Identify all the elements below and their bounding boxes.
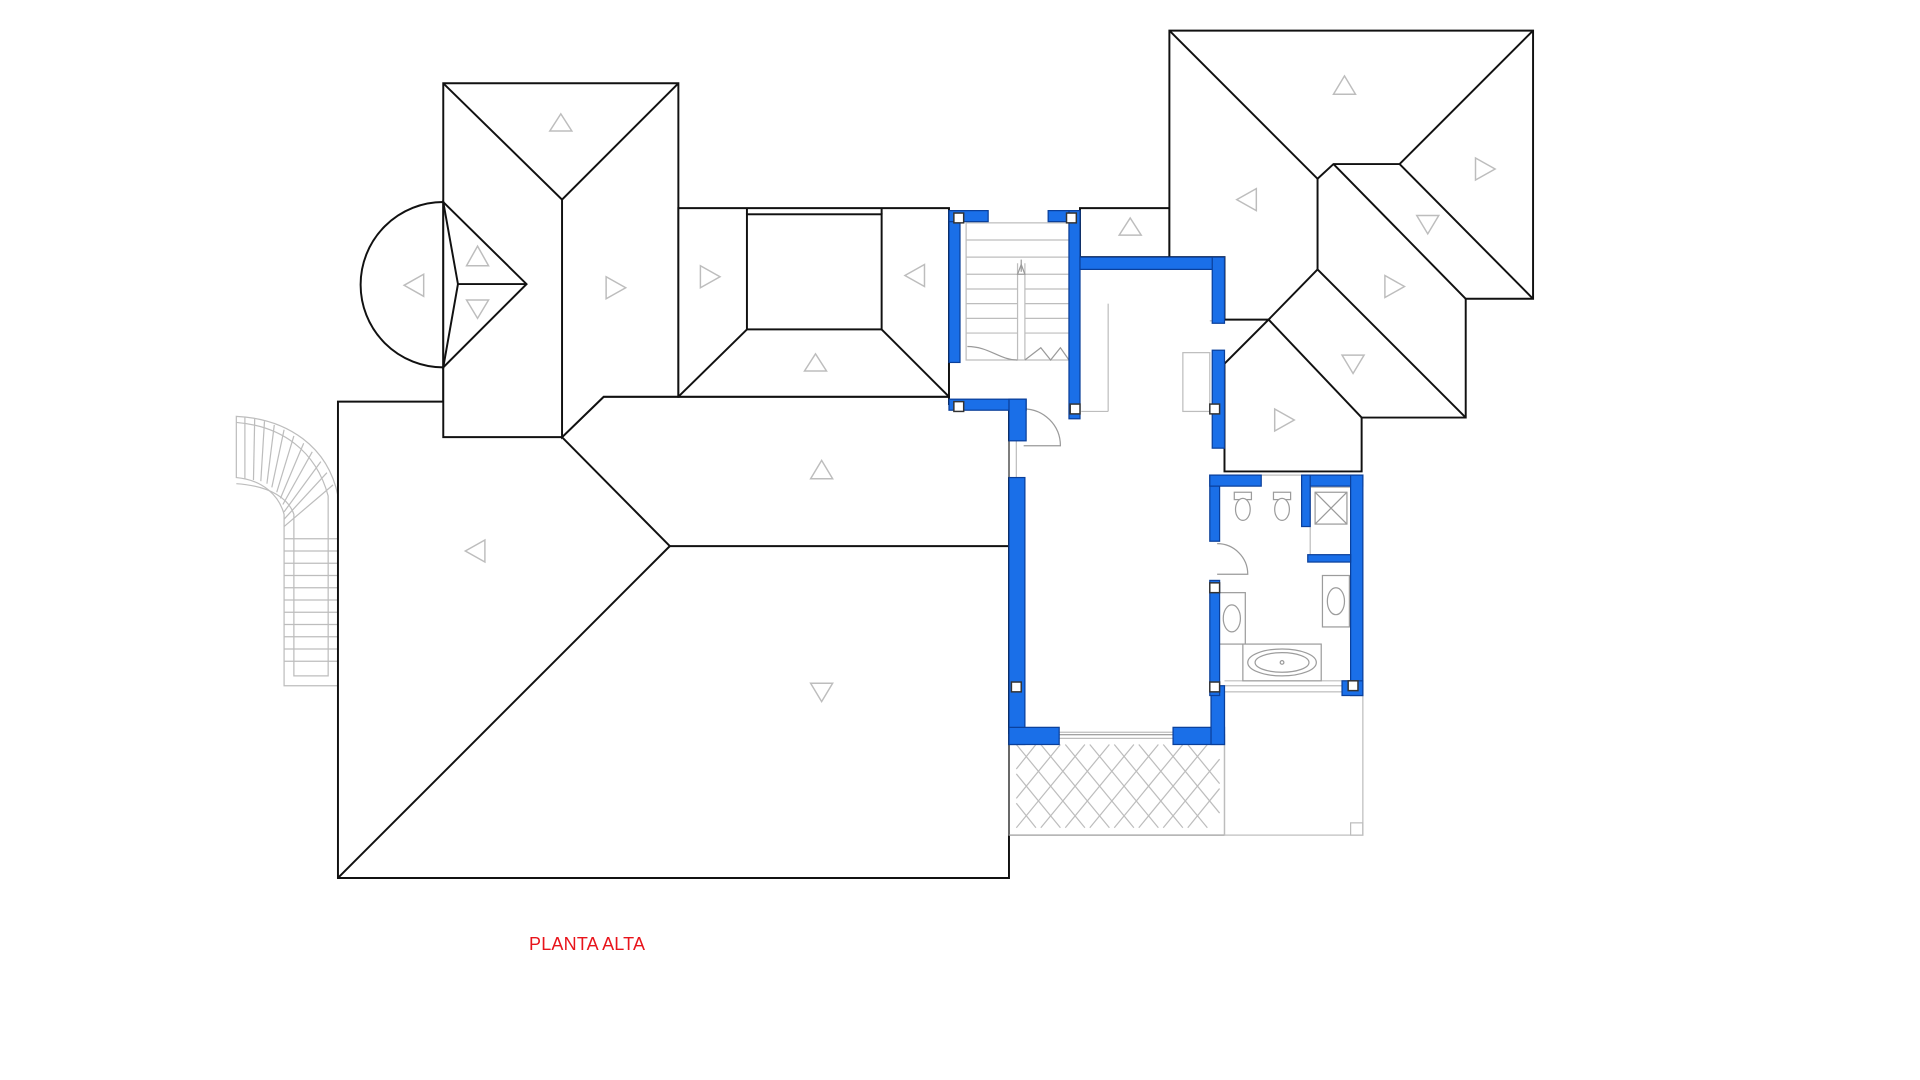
columns [953,212,1359,693]
column-icon [1209,681,1221,693]
slope-arrow-icon [699,264,722,290]
slope-arrow-icon [465,299,490,320]
slope-arrows [402,74,1497,704]
slope-arrow-icon [1340,354,1366,375]
slope-arrow-icon [1474,156,1497,182]
shower-icon [1309,486,1353,557]
terrace [1008,691,1364,836]
slope-arrow-icon [402,273,425,298]
roof-bay [359,199,528,370]
sink-icon [1321,574,1350,628]
column-icon [1069,403,1081,415]
slope-arrow-icon [903,263,926,288]
roof-left-tower [442,82,680,439]
slope-arrow-icon [465,244,490,267]
slope-arrow-icon [1235,187,1258,212]
slope-arrow-icon [1117,216,1143,236]
column-icon [1010,681,1022,693]
staircase-icon [965,222,1070,361]
sink-icon [1217,592,1246,645]
roof-right [1168,29,1535,473]
column-icon [1209,403,1221,415]
slope-arrow-icon [463,538,486,564]
bathroom-fixtures [1217,486,1353,682]
column-icon [1065,212,1078,224]
roof-main [336,366,1010,879]
slope-arrow-icon [1384,274,1406,299]
bathtub-icon [1242,643,1322,682]
toilet-icon [1233,491,1253,522]
slope-arrow-icon [605,275,628,301]
slope-arrow-icon [1332,74,1357,96]
spiral-staircase [235,415,339,687]
column-icon [1347,680,1359,692]
column-icon [953,212,965,224]
slope-arrow-icon [809,682,834,704]
column-icon [1209,582,1221,594]
plan-title: PLANTA ALTA [529,934,646,954]
slope-arrow-icon [1415,214,1441,236]
toilet-icon [1272,491,1292,522]
slope-arrow-icon [809,458,834,480]
slope-arrow-icon [803,352,828,372]
slope-arrow-icon [548,112,574,132]
column-icon [953,400,965,413]
roof-middle [677,207,950,398]
slope-arrow-icon [1273,407,1296,433]
walls [948,210,1364,746]
